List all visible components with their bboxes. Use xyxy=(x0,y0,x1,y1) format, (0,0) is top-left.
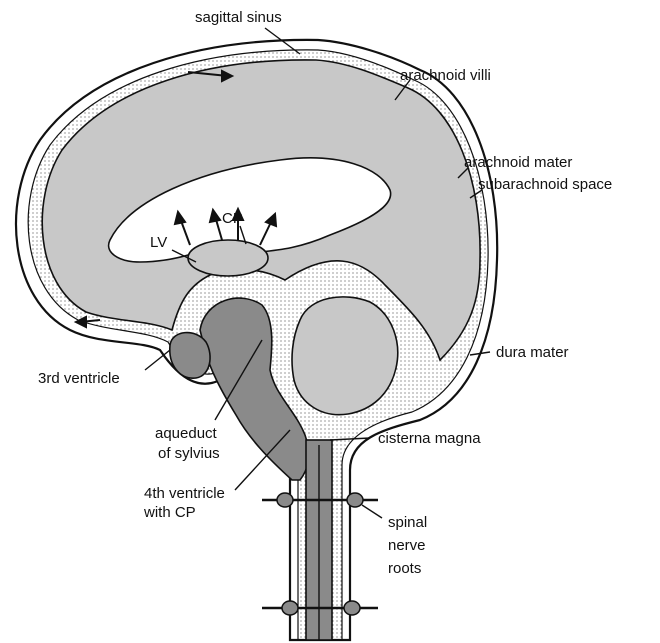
label-third-ventricle: 3rd ventricle xyxy=(38,370,120,387)
label-arachnoid-mater: arachnoid mater xyxy=(464,154,572,171)
cerebellum xyxy=(292,297,398,415)
label-fourth-ventricle-line2: with CP xyxy=(143,504,196,521)
label-spinal-line1: spinal xyxy=(388,514,427,531)
label-cisterna-magna: cisterna magna xyxy=(378,430,481,447)
label-cp: CP xyxy=(222,210,243,227)
label-sagittal-sinus: sagittal sinus xyxy=(195,9,282,26)
label-fourth-ventricle-line1: 4th ventricle xyxy=(144,485,225,502)
label-dura-mater: dura mater xyxy=(496,344,569,361)
label-aqueduct-line1: aqueduct xyxy=(155,425,218,442)
leader-spinal-nerve-roots xyxy=(362,505,382,518)
choroid-plexus xyxy=(188,240,268,276)
third-ventricle xyxy=(170,333,210,379)
label-arachnoid-villi: arachnoid villi xyxy=(400,67,491,84)
label-subarachnoid-space: subarachnoid space xyxy=(478,176,612,193)
label-spinal-line3: roots xyxy=(388,560,421,577)
label-aqueduct-line2: of sylvius xyxy=(158,445,220,462)
label-spinal-line2: nerve xyxy=(388,537,426,554)
label-lv: LV xyxy=(150,234,167,251)
